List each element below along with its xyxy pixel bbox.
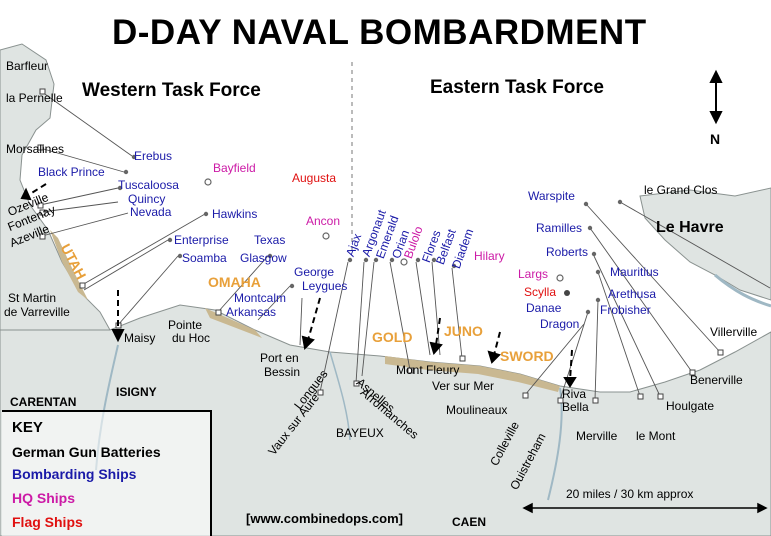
place-pointe: Pointe [168,318,203,332]
place-bessin: Bessin [264,365,301,379]
ship-dragon: Dragon [540,317,580,331]
flag-ship-marker-scylla [564,290,570,296]
place-moulineaux: Moulineaux [446,403,508,417]
ship-glasgow: Glasgow [240,251,287,265]
seine-estuary [714,273,771,308]
beach-label-gold: GOLD [372,329,413,345]
place-st-martin: St Martin [8,291,57,305]
key-flag-ships: Flag Ships [12,514,83,530]
place-barfleur: Barfleur [6,59,49,73]
ship-enterprise: Enterprise [174,233,229,247]
place-benerville: Benerville [690,373,743,387]
key-hq-ships: HQ Ships [12,490,76,506]
place-villerville: Villerville [710,325,758,339]
north-label: N [710,131,721,147]
flag-ship-scylla: Scylla [524,285,557,299]
gun-battery-markers [37,88,724,404]
place-mont-fleury: Mont Fleury [396,363,460,377]
ship-hawkins: Hawkins [212,207,258,221]
bombardment-lines [39,91,771,401]
place-le-mont: le Mont [636,429,676,443]
key-gun-batteries: German Gun Batteries [12,444,161,460]
place-bella: Bella [562,400,589,414]
ship-montcalm: Montcalm [234,291,287,305]
place-isigny: ISIGNY [116,385,157,399]
ship-warspite: Warspite [528,189,575,203]
hq-ship-largs: Largs [518,267,549,281]
eastern-task-force-label: Eastern Task Force [430,77,604,98]
place-maisy: Maisy [124,331,156,345]
ship-arethusa: Arethusa [608,287,657,301]
hq-ship-ancon: Ancon [306,214,341,228]
ship-markers [117,154,623,315]
ship-soamba: Soamba [182,251,227,265]
landing-arrows [20,183,577,388]
hq-ship-bayfield: Bayfield [213,161,256,175]
ship-roberts: Roberts [546,245,589,259]
map-title: D-DAY NAVAL BOMBARDMENT [112,13,647,52]
ship-george: George [294,265,335,279]
ship-nevada: Nevada [130,205,172,219]
key-bombarding-ships: Bombarding Ships [12,466,137,482]
north-arrow [709,69,723,125]
utah-beach-sand [50,230,88,300]
place-de-varreville: de Varreville [4,305,70,319]
beach-label-omaha: OMAHA [208,274,261,290]
place-le-havre: Le Havre [656,219,724,236]
scale-label: 20 miles / 30 km approx [566,487,694,501]
place-merville: Merville [576,429,618,443]
key-heading: KEY [12,419,43,436]
website-link[interactable]: [www.combinedops.com] [246,511,403,526]
ship-erebus: Erebus [134,149,173,163]
ship-frobisher: Frobisher [600,303,651,317]
place-bayeux: BAYEUX [336,426,384,440]
place-houlgate: Houlgate [666,399,715,413]
scale-bar [522,502,768,514]
ship-leygues: Leygues [302,279,348,293]
beach-label-sword: SWORD [500,348,554,364]
ship-ramilles: Ramilles [536,221,583,235]
beach-label-juno: JUNO [444,323,483,339]
ship-tuscaloosa: Tuscaloosa [118,178,179,192]
flag-ship-augusta: Augusta [292,171,337,185]
place-port-en: Port en [260,351,299,365]
ship-mauritius: Mauritius [610,265,659,279]
place-le-grand-clos: le Grand Clos [644,183,718,197]
place-du-hoc: du Hoc [172,331,211,345]
ship-arkansas: Arkansas [226,305,277,319]
place-riva: Riva [562,387,587,401]
map-key: KEY German Gun Batteries Bombarding Ship… [2,410,212,536]
ship-texas: Texas [254,233,286,247]
hq-ship-markers [204,178,564,282]
place-carentan: CARENTAN [10,395,77,409]
le-havre-land [639,187,771,301]
place-ver-sur-mer: Ver sur Mer [432,379,495,393]
ship-quincy: Quincy [128,192,166,206]
aure-river [329,351,351,441]
place-caen: CAEN [452,515,487,529]
ship-danae: Danae [526,301,562,315]
place-morsalines: Morsalines [6,142,65,156]
place-la-pernelle: la Pernelle [6,91,63,105]
ship-black-prince: Black Prince [38,165,105,179]
western-task-force-label: Western Task Force [82,80,261,101]
gold-juno-sword-sand [385,356,560,392]
hq-ship-hilary: Hilary [474,249,505,263]
